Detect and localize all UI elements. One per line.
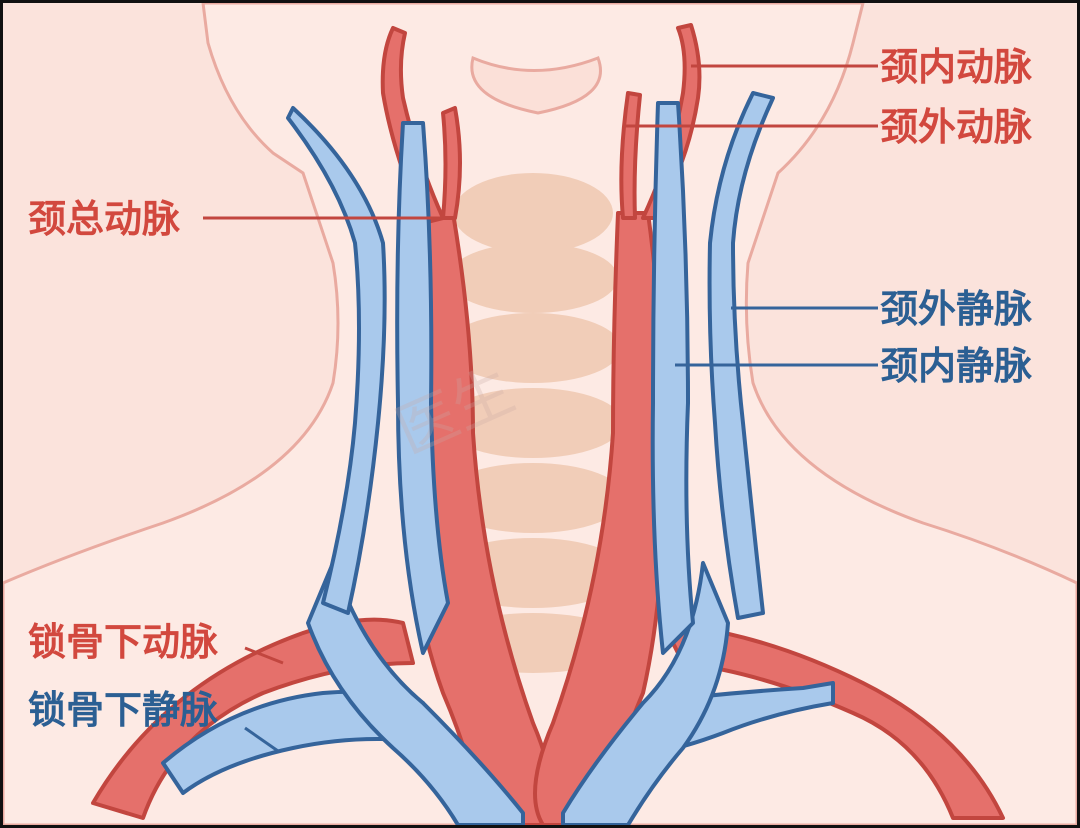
left-eca-branch (441, 106, 462, 220)
label-external-jugular-vein: 颈外静脉 (880, 287, 1033, 331)
internal-jugular-right (650, 101, 695, 655)
label-external-carotid-artery: 颈外动脉 (880, 105, 1033, 149)
external-jugular-left (286, 106, 387, 615)
label-subclavian-vein: 锁骨下静脉 (28, 688, 219, 732)
brachiocephalic-junction-right (561, 561, 730, 825)
label-internal-jugular-vein: 颈内静脉 (880, 344, 1033, 388)
internal-jugular-left (395, 121, 450, 655)
right-eca-branch (619, 91, 642, 220)
label-internal-carotid-artery: 颈内动脉 (880, 45, 1033, 89)
brachiocephalic-junction (306, 561, 525, 825)
lips (470, 55, 602, 115)
pointer-lines (203, 64, 878, 753)
veins (161, 91, 835, 825)
pointer-subclavian-vein (244, 726, 279, 753)
label-common-carotid-artery: 颈总动脉 (28, 197, 181, 241)
anatomy-illustration (3, 3, 1077, 825)
label-subclavian-artery: 锁骨下动脉 (28, 620, 219, 664)
external-jugular-right (707, 91, 775, 620)
pointer-subclavian-artery (244, 646, 284, 665)
